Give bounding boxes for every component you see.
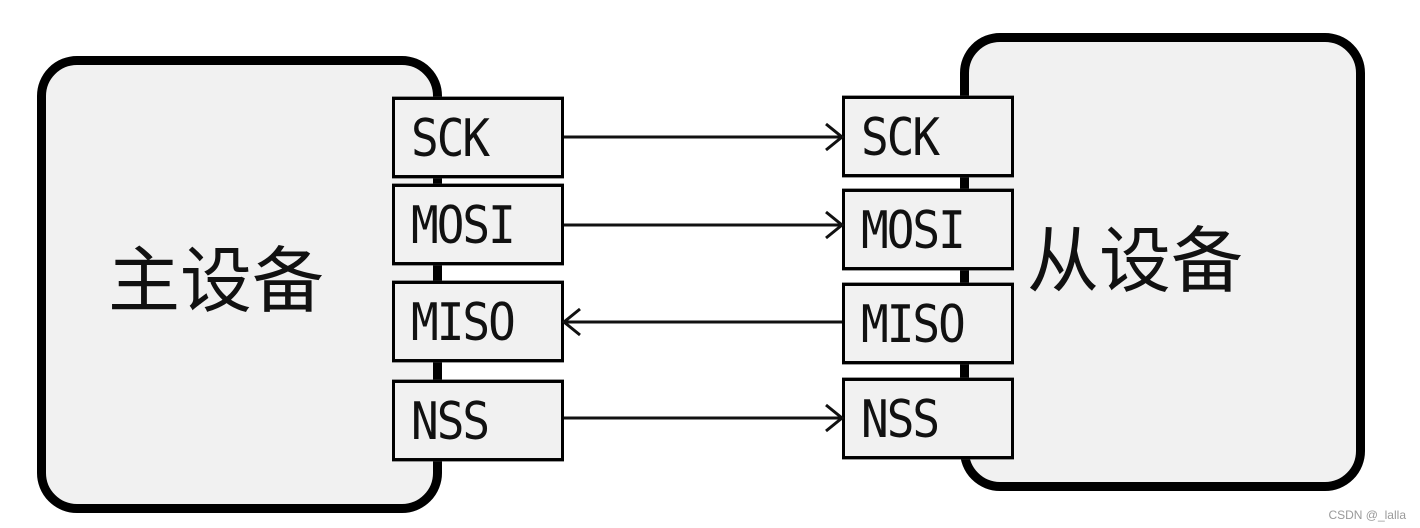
slave-pin-mosi-label: MOSI — [861, 199, 966, 260]
master-pin-nss-label: NSS — [411, 390, 490, 451]
slave-pin-nss-label: NSS — [861, 388, 940, 449]
slave-pin-mosi: MOSI — [842, 188, 1014, 271]
slave-pin-sck-label: SCK — [861, 106, 940, 167]
arrowhead-sck — [825, 122, 845, 152]
master-pin-mosi-label: MOSI — [411, 194, 516, 255]
slave-pin-miso: MISO — [842, 282, 1014, 365]
master-pin-nss: NSS — [392, 379, 564, 462]
arrowhead-nss — [825, 403, 845, 433]
master-pin-miso-label: MISO — [411, 291, 516, 352]
master-pin-miso: MISO — [392, 280, 564, 363]
master-device-title: 主设备 — [108, 239, 325, 323]
watermark: CSDN @_lalla — [1328, 508, 1406, 522]
slave-pin-sck: SCK — [842, 95, 1014, 178]
master-pin-sck-label: SCK — [411, 107, 490, 168]
arrowhead-miso — [561, 307, 581, 337]
arrowhead-mosi — [825, 210, 845, 240]
slave-device-box — [960, 33, 1365, 491]
master-device-box — [37, 56, 442, 513]
master-pin-sck: SCK — [392, 96, 564, 179]
master-pin-mosi: MOSI — [392, 183, 564, 266]
slave-device-title: 从设备 — [1027, 219, 1244, 303]
slave-pin-miso-label: MISO — [861, 293, 966, 354]
